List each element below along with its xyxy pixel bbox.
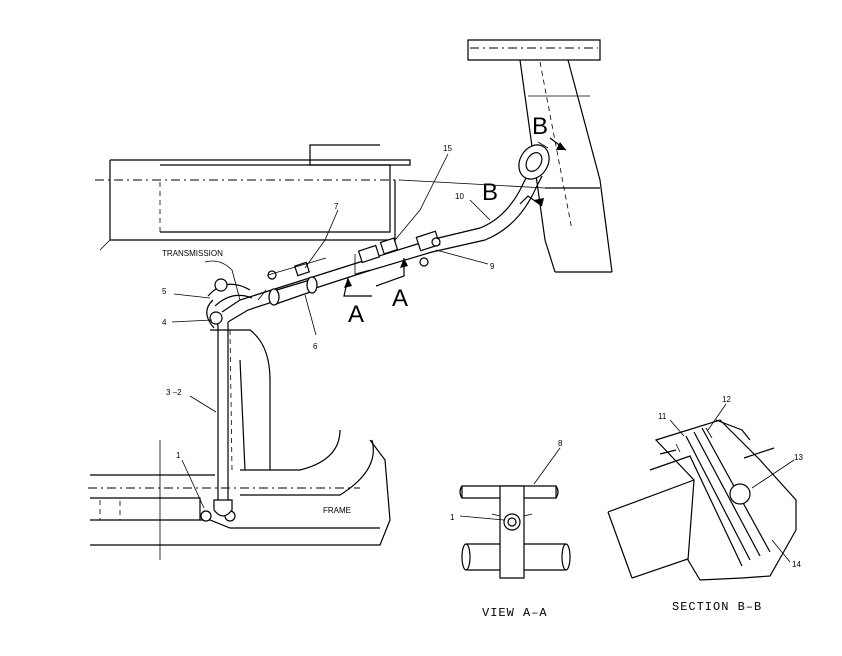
callout-8: 8 (558, 439, 563, 448)
section-a-marker-right: A (392, 285, 408, 312)
callout-15: 15 (443, 144, 452, 153)
section-a-marker-left: A (348, 301, 364, 328)
callout-6: 6 (313, 342, 318, 351)
transmission-label: TRANSMISSION (162, 249, 223, 258)
end-fitting-10 (518, 141, 550, 180)
callout-7: 7 (334, 202, 339, 211)
bracket-fittings (354, 230, 441, 275)
view-a-a: 8 1 VIEW A–A (450, 439, 571, 620)
cab-structure (467, 39, 613, 273)
section-cut-a: A A (343, 258, 408, 328)
upper-elbow (209, 278, 228, 325)
section-b-b: 11 12 13 14 SECTION B–B (607, 395, 803, 614)
callout-13: 13 (794, 453, 803, 462)
frame-label: FRAME (323, 506, 351, 515)
clamp-6 (257, 276, 318, 306)
callout-9: 9 (490, 262, 495, 271)
callout-12: 12 (722, 395, 731, 404)
callout-1-view-a: 1 (450, 513, 455, 522)
callout-3-2: 3 –2 (166, 388, 182, 397)
callouts-main: 15 10 7 6 9 5 4 3 –2 1 (162, 144, 495, 509)
section-b-marker-top: B (532, 113, 548, 140)
section-b-b-caption: SECTION B–B (672, 600, 762, 614)
callout-5: 5 (162, 287, 167, 296)
callout-11: 11 (658, 412, 667, 421)
section-b-marker-side: B (482, 179, 498, 206)
section-cut-b: B B (482, 113, 567, 207)
transmission-housing: TRANSMISSION (95, 144, 546, 301)
clamp-7 (267, 257, 327, 280)
lower-fitting (200, 499, 236, 522)
callout-1: 1 (176, 451, 181, 460)
callout-4: 4 (162, 318, 167, 327)
view-a-a-caption: VIEW A–A (482, 606, 548, 620)
callout-14: 14 (792, 560, 801, 569)
callout-10: 10 (455, 192, 464, 201)
frame-structure: FRAME (88, 329, 391, 560)
